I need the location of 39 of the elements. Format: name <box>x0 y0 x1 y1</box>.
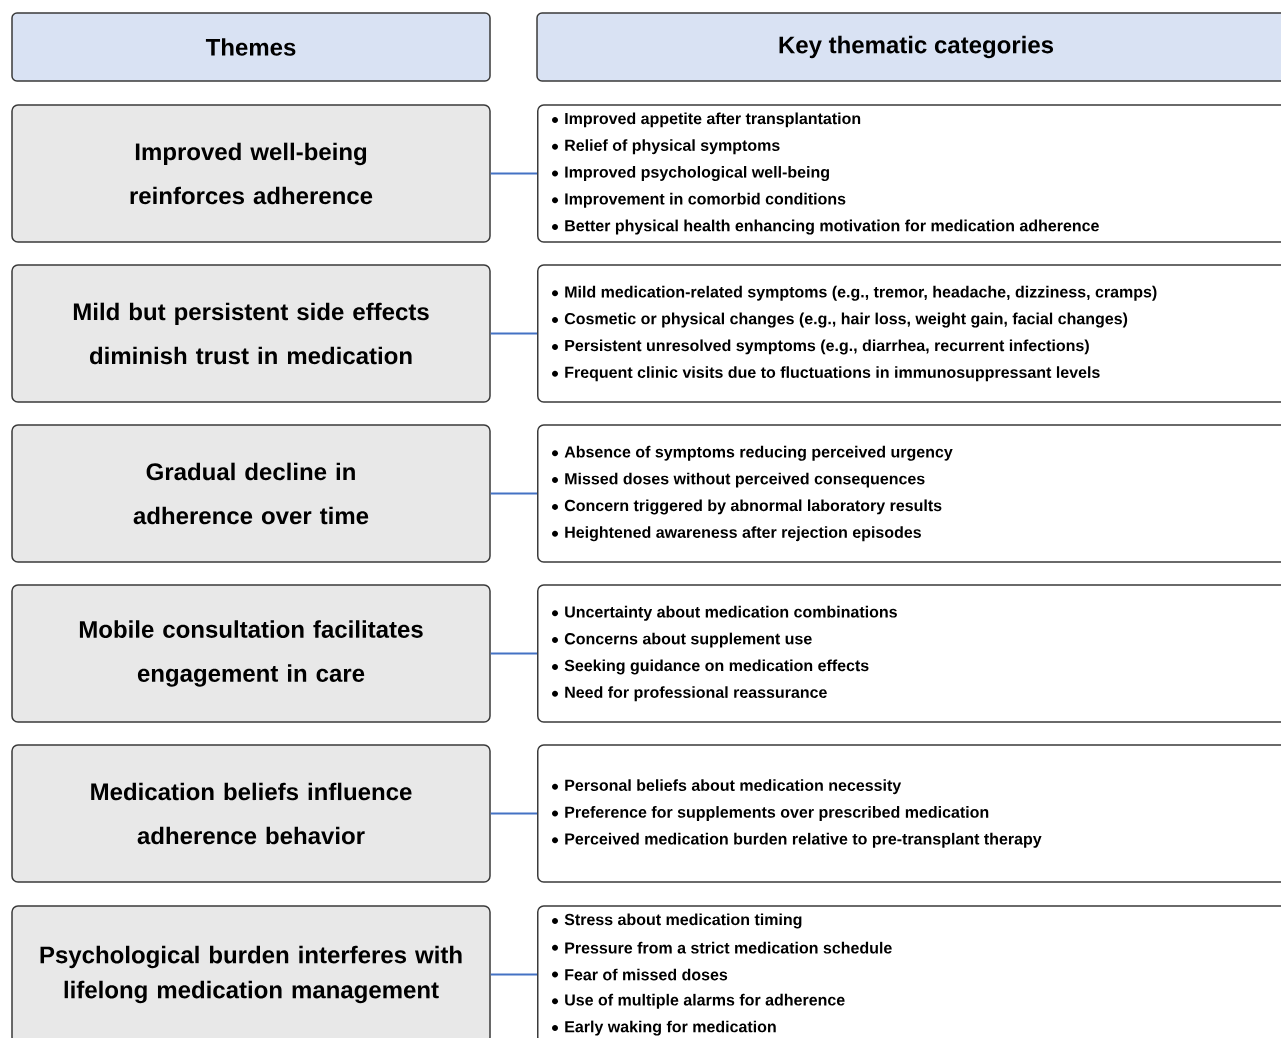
bullet-item: Perceived medication burden relative to pre-transplant therapy <box>552 832 1042 848</box>
bullet-item: Stress about medication timing <box>552 913 802 929</box>
bullet-item: Absence of symptoms reducing perceived urgency <box>552 445 953 461</box>
theme-box: Psychological burden interferes with lifelong medication management <box>11 905 491 1038</box>
bullet-item: Heightened awareness after rejection episodes <box>552 526 921 542</box>
connector-line <box>490 332 537 335</box>
bullet-item: Uncertainty about medication combinations <box>552 605 897 621</box>
bullet-item: Seeking guidance on medication effects <box>552 659 869 675</box>
bullet-item: Better physical health enhancing motivation for medication adherence <box>552 219 1099 235</box>
bullet-item: Need for professional reassurance <box>552 686 827 702</box>
theme-box: Gradual decline in adherence over time <box>11 424 491 563</box>
bullet-item: Concerns about supplement use <box>552 632 812 648</box>
connector-line <box>490 973 537 976</box>
bullet-item: Use of multiple alarms for adherence <box>552 993 845 1009</box>
bullet-item: Mild medication-related symptoms (e.g., tremor, headache, dizziness, cramps) <box>552 285 1157 301</box>
bullet-item: Preference for supplements over prescribed medication <box>552 806 989 821</box>
bullet-item: Concern triggered by abnormal laboratory results <box>552 499 942 515</box>
bullet-item: Personal beliefs about medication necessity <box>552 779 902 795</box>
bullet-item: Early waking for medication <box>552 1020 776 1036</box>
bullet-item: Cosmetic or physical changes (e.g., hair loss, weight gain, facial changes) <box>552 312 1128 328</box>
bullet-item: Fear of missed doses <box>552 968 728 981</box>
connector-line <box>490 492 537 495</box>
bullet-item: Frequent clinic visits due to fluctuations in immunosuppressant levels <box>552 366 1100 382</box>
bullet-item: Missed doses without perceived consequences <box>552 472 925 488</box>
theme-box: Mild but persistent side effects diminish trust in medication <box>11 264 491 403</box>
bullet-item: Persistent unresolved symptoms (e.g., diarrhea, recurrent infections) <box>552 339 1089 355</box>
bullet-item: Improved psychological well-being <box>552 166 829 181</box>
bullet-item: Improvement in comorbid conditions <box>552 192 846 208</box>
bullet-item: Pressure from a strict medication schedule <box>552 941 892 954</box>
header-box: Themes <box>11 12 491 82</box>
connector-line <box>490 812 537 815</box>
connector-line <box>490 172 537 175</box>
bullet-item: Relief of physical symptoms <box>552 139 780 155</box>
connector-line <box>490 652 537 655</box>
bullet-item: Improved appetite after transplantation <box>552 112 861 128</box>
header-box: Key thematic categories <box>536 12 1281 82</box>
theme-box: Medication beliefs influence adherence behavior <box>11 744 491 883</box>
theme-box: Mobile consultation facilitates engagement in care <box>11 584 491 723</box>
theme-box: Improved well-being reinforces adherence <box>11 104 491 243</box>
